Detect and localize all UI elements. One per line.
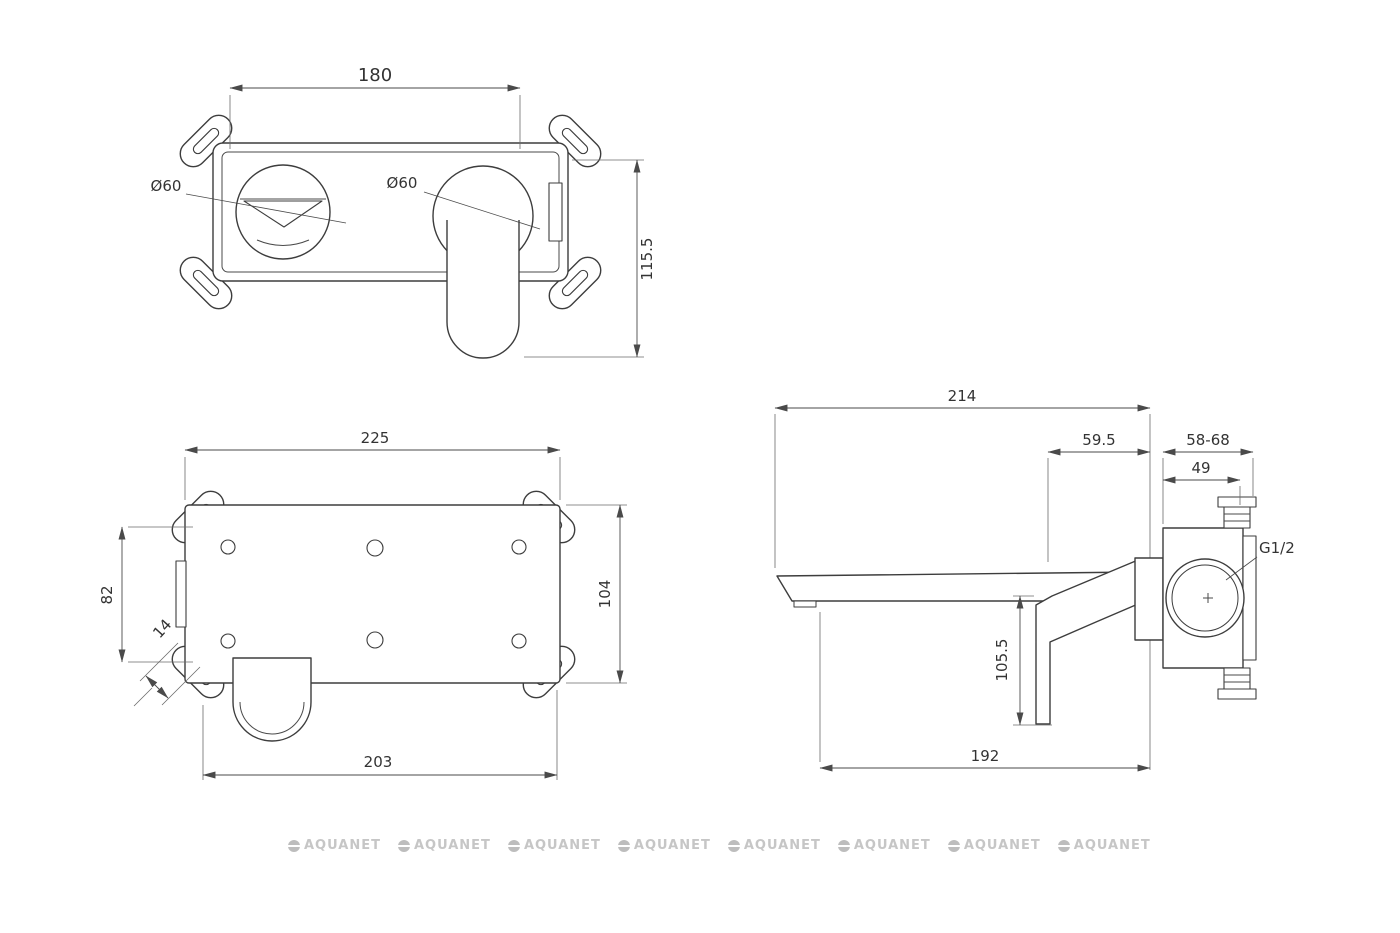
watermark-item: AQUANET <box>397 838 491 853</box>
watermark-item: AQUANET <box>288 838 381 853</box>
dim-install-depth: 58-68 <box>1162 431 1254 524</box>
watermark-label: AQUANET <box>523 838 601 853</box>
dim-hole-spacing-82: 82 <box>98 526 193 663</box>
dim-depth-214: 214 <box>774 387 1151 568</box>
watermark-label: AQUANET <box>743 838 821 853</box>
left-valve <box>235 164 331 260</box>
dim-width-label: 180 <box>358 65 392 86</box>
aquanet-logo-icon <box>617 839 630 852</box>
dim-height-104: 104 <box>566 504 627 684</box>
back-view: 225 82 104 14 203 <box>98 429 627 780</box>
dim-width-225: 225 <box>184 429 561 500</box>
dim-width-203: 203 <box>202 690 558 780</box>
left-tab <box>175 560 187 628</box>
dim-hole-right-label: Ø60 <box>387 174 418 192</box>
aquanet-logo-icon <box>397 839 410 852</box>
front-view: Ø60 Ø60 180 115.5 <box>151 65 656 359</box>
dim-width-180: 180 <box>229 65 521 149</box>
side-lever <box>1035 559 1139 725</box>
dim-slot-label: 14 <box>149 616 175 642</box>
watermark-item: AQUANET <box>727 838 821 853</box>
watermark-item: AQUANET <box>617 838 711 853</box>
watermark-row: AQUANET AQUANET AQUANET AQUANET AQUANET … <box>288 838 1151 853</box>
lever-handle <box>432 165 534 359</box>
watermark-label: AQUANET <box>304 838 381 853</box>
dim-spout-reach: 192 <box>819 612 1151 772</box>
dim-offset-59-5: 59.5 <box>1047 431 1151 562</box>
dim-hole-left-label: Ø60 <box>151 177 182 195</box>
side-clip <box>548 182 563 242</box>
aquanet-logo-icon <box>1057 839 1070 852</box>
dim-handle-drop-label: 105.5 <box>993 639 1011 682</box>
watermark-label: AQUANET <box>633 838 711 853</box>
watermark-item: AQUANET <box>837 838 931 853</box>
dim-height-right-label: 104 <box>596 580 614 609</box>
valve-body <box>1134 496 1257 700</box>
aquanet-logo-icon <box>288 839 300 852</box>
watermark-item: AQUANET <box>507 838 601 853</box>
aquanet-logo-icon <box>507 839 520 852</box>
side-view: G1/2 214 59.5 58-68 49 <box>774 387 1295 772</box>
dim-height-115-5: 115.5 <box>524 159 656 358</box>
dim-wall-offset-label: 59.5 <box>1082 431 1115 449</box>
screw-holes <box>220 539 527 649</box>
watermark-item: AQUANET <box>1057 838 1151 853</box>
aquanet-logo-icon <box>727 839 740 852</box>
leader-hole-right <box>423 191 541 230</box>
leader-thread <box>1225 556 1258 581</box>
dim-width-top-label: 225 <box>361 429 390 447</box>
back-plate-outline <box>184 504 561 684</box>
dim-handle-drop: 105.5 <box>993 595 1052 726</box>
watermark-item: AQUANET <box>947 838 1041 853</box>
dim-body-depth-49: 49 <box>1162 459 1241 505</box>
dim-spout-reach-label: 192 <box>971 747 1000 765</box>
leader-hole-left <box>185 193 347 224</box>
dim-install-depth-label: 58-68 <box>1186 431 1230 449</box>
aquanet-logo-icon <box>947 839 960 852</box>
dim-total-depth-label: 214 <box>948 387 977 405</box>
watermark-label: AQUANET <box>963 838 1041 853</box>
watermark-label: AQUANET <box>1073 838 1151 853</box>
handle-housing-back <box>232 657 312 742</box>
dim-height-label: 115.5 <box>638 238 656 281</box>
dim-width-bottom-label: 203 <box>364 753 393 771</box>
watermark-label: AQUANET <box>853 838 931 853</box>
aquanet-logo-icon <box>837 839 850 852</box>
dim-thread-label: G1/2 <box>1259 539 1295 557</box>
watermark-label: AQUANET <box>413 838 491 853</box>
dim-hole-spacing-label: 82 <box>98 585 116 604</box>
dim-body-depth-label: 49 <box>1191 459 1210 477</box>
aerator <box>793 600 817 608</box>
